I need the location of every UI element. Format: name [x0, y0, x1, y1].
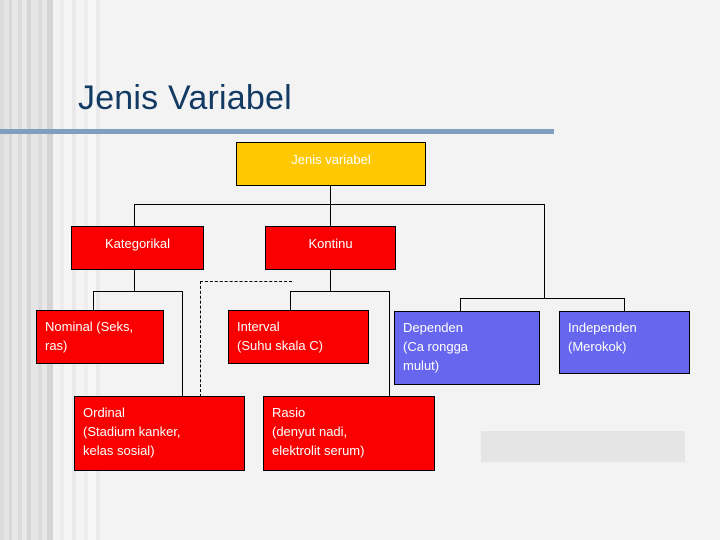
empty-content-placeholder — [481, 431, 685, 462]
node-rasio-line1: Rasio — [272, 405, 306, 420]
node-rasio-line2: (denyut nadi, — [272, 424, 348, 439]
node-kontinu-label: Kontinu — [308, 236, 353, 251]
connector-dashed-vertical — [200, 281, 201, 397]
connector-to-nominal — [93, 291, 94, 310]
node-independen-line2: (Merokok) — [568, 339, 627, 354]
connector-to-relational-group — [544, 204, 545, 299]
connector-kategorikal-stem — [134, 270, 135, 292]
node-independen[interactable]: Independen (Merokok) — [559, 311, 690, 374]
connector-to-ordinal — [182, 291, 183, 396]
connector-to-dependen — [460, 298, 461, 311]
page-title: Jenis Variabel — [78, 79, 292, 117]
node-dependen[interactable]: Dependen (Ca rongga mulut) — [394, 311, 540, 385]
connector-to-independen — [624, 298, 625, 311]
node-interval[interactable]: Interval (Suhu skala C) — [228, 310, 369, 364]
connector-to-rasio — [389, 291, 390, 396]
node-kategorikal[interactable]: Kategorikal — [71, 226, 204, 270]
node-interval-line2: (Suhu skala C) — [237, 338, 323, 353]
connector-dashed-horizontal — [200, 281, 292, 282]
node-ordinal-line2: (Stadium kanker, — [83, 424, 181, 439]
node-root-label: Jenis variabel — [291, 152, 371, 167]
connector-root-bar — [134, 204, 544, 205]
connector-to-kategorikal — [134, 204, 135, 226]
node-ordinal[interactable]: Ordinal (Stadium kanker, kelas sosial) — [74, 396, 245, 471]
node-kontinu[interactable]: Kontinu — [265, 226, 396, 270]
title-underline-rule — [0, 129, 554, 134]
connector-relational-bar — [460, 298, 624, 299]
node-nominal-line1: Nominal (Seks, — [45, 319, 134, 334]
node-ordinal-line3: kelas sosial) — [83, 443, 155, 458]
connector-to-interval — [290, 291, 291, 310]
node-rasio-line3: elektrolit serum) — [272, 443, 365, 458]
node-dependen-line2: (Ca rongga — [403, 339, 469, 354]
connector-to-kontinu — [330, 204, 331, 226]
node-nominal[interactable]: Nominal (Seks, ras) — [36, 310, 164, 364]
node-independen-line1: Independen — [568, 320, 637, 335]
node-root-jenis-variabel[interactable]: Jenis variabel — [236, 142, 426, 186]
connector-kontinu-stem — [330, 270, 331, 292]
node-nominal-line2: ras) — [45, 338, 68, 353]
node-dependen-line1: Dependen — [403, 320, 463, 335]
node-kategorikal-label: Kategorikal — [104, 236, 171, 251]
node-dependen-line3: mulut) — [403, 358, 440, 373]
connector-kategorikal-bar — [93, 291, 183, 292]
node-ordinal-line1: Ordinal — [83, 405, 125, 420]
node-rasio[interactable]: Rasio (denyut nadi, elektrolit serum) — [263, 396, 435, 471]
connector-kontinu-bar — [290, 291, 390, 292]
node-interval-line1: Interval — [237, 319, 280, 334]
connector-root-stem — [330, 185, 331, 205]
